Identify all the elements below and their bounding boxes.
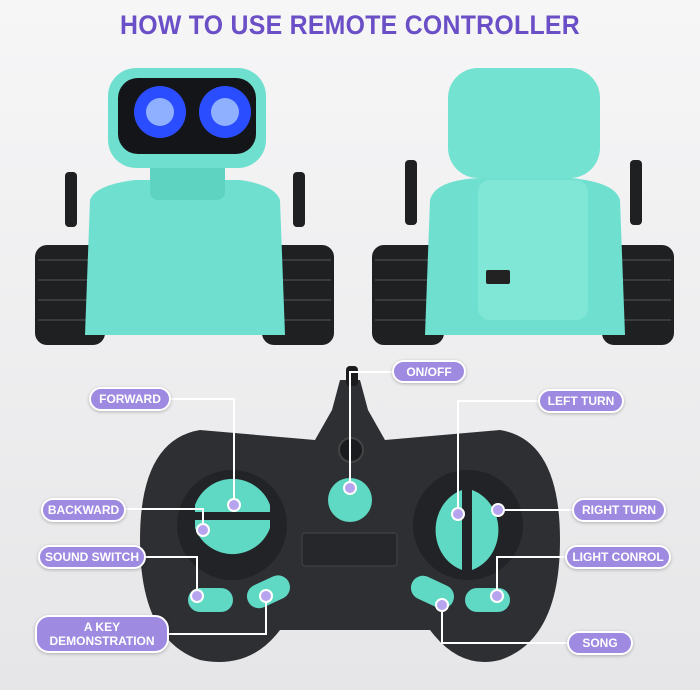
label-forward: FORWARD bbox=[89, 387, 171, 411]
callout-lines bbox=[125, 371, 573, 644]
callout-dots bbox=[190, 481, 505, 612]
label-backward: BACKWARD bbox=[41, 498, 126, 522]
label-right-turn: RIGHT TURN bbox=[572, 498, 666, 522]
label-sound-switch: SOUND SWITCH bbox=[38, 545, 146, 569]
label-left-turn: LEFT TURN bbox=[538, 389, 624, 413]
label-light-control: LIGHT CONROL bbox=[565, 545, 671, 569]
label-on-off: ON/OFF bbox=[392, 360, 466, 383]
label-song: SONG bbox=[567, 631, 633, 655]
label-key-demonstration-line2: DEMONSTRATION bbox=[49, 634, 155, 648]
robot-back-image bbox=[372, 68, 674, 345]
page-title: HOW TO USE REMOTE CONTROLLER bbox=[120, 10, 580, 40]
remote-controller-image bbox=[140, 366, 560, 662]
label-key-demonstration-line1: A KEY bbox=[83, 620, 121, 634]
label-key-demonstration: A KEY DEMONSTRATION bbox=[35, 615, 169, 653]
robot-front-image bbox=[35, 68, 334, 345]
